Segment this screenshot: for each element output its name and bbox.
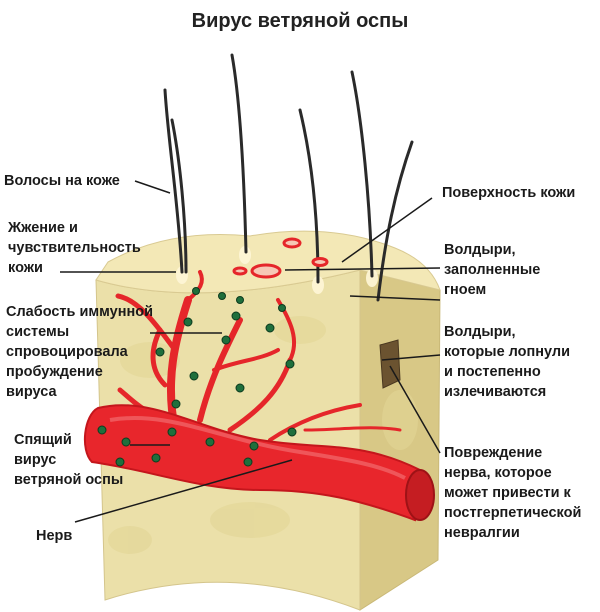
hair-follicles (176, 246, 378, 294)
healed-blister (379, 339, 401, 389)
label-nerve-damage: Повреждение нерва, которое может привест… (444, 445, 582, 541)
virus-particles (97, 287, 297, 467)
label-dormant-virus: Спящий вирус ветряной оспы (14, 432, 124, 488)
label-nerve: Нерв (36, 528, 73, 544)
blisters (232, 237, 329, 279)
diagram-title: Вирус ветряной оспы (191, 10, 409, 32)
label-weak-immunity: Слабость иммунной системы спровоцировала… (6, 304, 154, 400)
skin-texture (108, 316, 418, 554)
label-skin-surface: Поверхность кожи (442, 185, 576, 201)
label-pus-blisters: Волдыри, заполненные гноем (444, 242, 541, 298)
label-burning-sensitivity: Жжение и чувствительность кожи (8, 220, 141, 276)
leader-lines (60, 180, 441, 523)
label-healing-blisters: Волдыри, которые лопнули и постепенно из… (444, 324, 571, 400)
label-hair: Волосы на коже (4, 173, 120, 189)
